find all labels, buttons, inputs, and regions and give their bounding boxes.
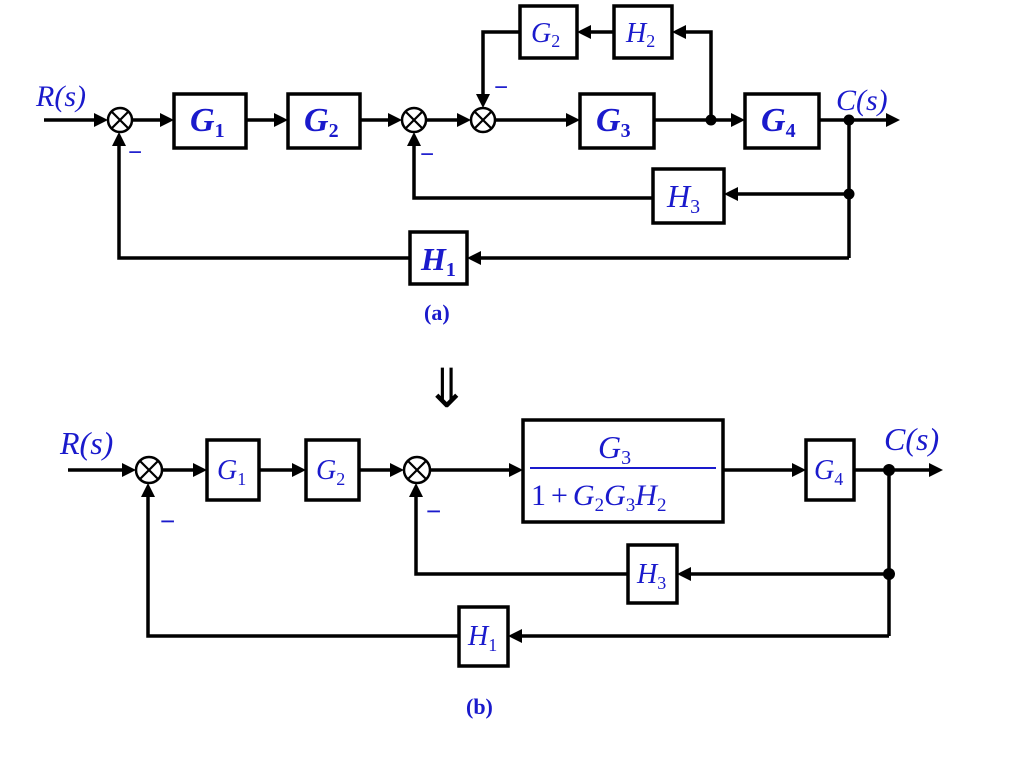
a-arrow-h2 — [672, 25, 686, 39]
a-block-g2-feedback — [518, 4, 579, 60]
b-block-h1-label: H1 — [467, 621, 497, 655]
a-sum3-minus-sign: − — [494, 74, 508, 101]
a-arrow-h3 — [724, 187, 738, 201]
b-sum-junction-2 — [402, 455, 432, 485]
a-block-g4-label: G4 — [761, 102, 796, 142]
a-arrow-sum2 — [388, 113, 402, 127]
a-arrow-into-sum2 — [407, 132, 421, 146]
a-arrow-h1 — [467, 251, 481, 265]
a-arrow-g1 — [160, 113, 174, 127]
diagram-a: R(s) − G1 G2 − — [35, 4, 900, 325]
a-sum-junction-3 — [469, 106, 497, 134]
b-output-label: C(s) — [884, 421, 939, 457]
a-sum-junction-2 — [400, 106, 428, 134]
b-arrow-sum2 — [390, 463, 404, 477]
a-output-label: C(s) — [836, 84, 888, 117]
a-block-g2-feedback-label: G2 — [531, 18, 560, 51]
b-caption: (b) — [466, 694, 493, 719]
a-block-g3 — [578, 92, 656, 150]
a-block-h1 — [408, 230, 469, 286]
b-block-h3-label: H3 — [636, 559, 666, 593]
a-arrow-g2fb — [577, 25, 591, 39]
a-block-g2-label: G2 — [304, 102, 339, 142]
a-input-arrow — [94, 113, 108, 127]
a-arrow-into-sum3 — [476, 94, 490, 108]
b-arrow-h3 — [677, 567, 691, 581]
b-combined-numerator: G3 — [598, 429, 631, 469]
a-block-h3 — [651, 167, 726, 225]
b-input-label: R(s) — [59, 425, 113, 461]
a-sum1-minus-sign: − — [128, 139, 142, 166]
a-sum-junction-1 — [106, 106, 134, 134]
b-input-arrow — [122, 463, 136, 477]
a-line-g2fb-sum3 — [481, 30, 520, 96]
a-output-arrow — [886, 113, 900, 127]
a-arrow-sum3 — [457, 113, 471, 127]
a-block-g1-label: G1 — [190, 102, 225, 142]
b-sum1-minus-sign: − — [160, 506, 175, 536]
a-block-h2-label: H2 — [625, 18, 655, 51]
a-block-g1 — [172, 92, 248, 150]
b-output-arrow — [929, 463, 943, 477]
a-sum2-minus-sign: − — [420, 141, 434, 168]
b-sum2-minus-sign: − — [426, 496, 441, 526]
b-block-g2-label: G2 — [316, 455, 345, 489]
b-combined-denominator: 1+G2G3H2 — [531, 479, 666, 516]
a-block-h2 — [612, 4, 674, 60]
diagram-b: R(s) − G1 G2 − G3 — [59, 418, 943, 719]
a-input-label: R(s) — [35, 80, 86, 113]
b-arrow-g2 — [292, 463, 306, 477]
a-caption: (a) — [424, 300, 450, 325]
b-block-g4-label: G4 — [814, 455, 843, 489]
a-arrow-g3 — [566, 113, 580, 127]
b-arrow-g4 — [792, 463, 806, 477]
transform-arrow: ⇓ — [424, 357, 469, 420]
a-block-h1-label: H1 — [420, 241, 456, 281]
b-block-combined — [521, 418, 725, 524]
a-line-h1-sum1 — [117, 146, 410, 260]
a-arrow-g4 — [731, 113, 745, 127]
a-line-inner-feedback-up — [686, 30, 713, 120]
a-block-g3-label: G3 — [596, 102, 631, 142]
a-line-h3-sum2 — [412, 146, 653, 200]
a-arrow-into-sum1 — [112, 132, 126, 146]
b-block-h1 — [457, 605, 510, 668]
b-arrow-combined — [509, 463, 523, 477]
b-block-g1-label: G1 — [217, 455, 246, 489]
b-block-h3 — [626, 543, 679, 605]
b-arrow-g1 — [193, 463, 207, 477]
b-line-h3-sum2 — [414, 497, 628, 576]
b-line-h1-sum1 — [146, 497, 459, 638]
b-arrow-into-sum1 — [141, 483, 155, 497]
b-sum-junction-1 — [134, 455, 164, 485]
a-block-h3-label: H3 — [666, 178, 700, 218]
a-arrow-g2 — [274, 113, 288, 127]
a-block-g2 — [286, 92, 362, 150]
b-arrow-h1 — [508, 629, 522, 643]
b-arrow-into-sum2 — [409, 483, 423, 497]
